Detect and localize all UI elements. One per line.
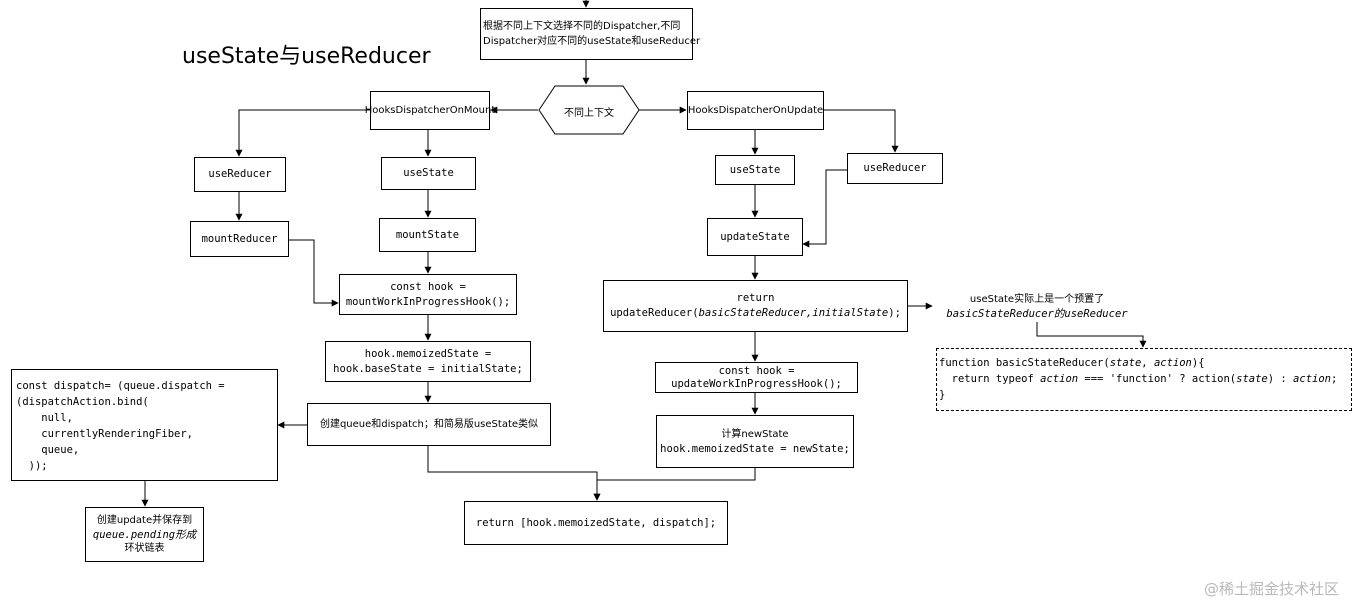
create-update-line3: 环状链表	[124, 542, 165, 554]
code-line3: }	[939, 389, 946, 401]
mountstate-node: mountState	[379, 218, 476, 252]
note-line1: useState实际上是一个预置了	[969, 294, 1105, 305]
code-line2: return typeof action === 'function' ? ac…	[939, 373, 1338, 385]
mount-usereducer-node: useReducer	[194, 157, 286, 192]
watermark: @稀土掘金技术社区	[1203, 580, 1339, 598]
update-dispatcher-node: HooksDispatcherOnUpdate	[687, 91, 824, 130]
basic-state-reducer-code: function basicStateReducer(state, action…	[936, 348, 1352, 411]
update-usestate-node: useState	[715, 155, 795, 185]
arrow-note-to-code	[1036, 322, 1147, 348]
usestate-note: useState实际上是一个预置了 basicStateReducer的useR…	[932, 293, 1142, 321]
code-line1: function basicStateReducer(state, action…	[939, 357, 1205, 369]
context-diamond	[538, 85, 640, 135]
arrow-queue-to-return	[427, 446, 601, 501]
compute-state-line1: 计算newState	[721, 428, 789, 440]
mount-usestate-node: useState	[381, 157, 476, 190]
update-reducer-node: return updateReducer(basicStateReducer,i…	[603, 280, 908, 332]
mountreducer-node: mountReducer	[190, 221, 289, 257]
dispatch-code-node: const dispatch= (queue.dispatch = (dispa…	[11, 369, 278, 481]
context-diamond-label: 不同上下文	[564, 107, 614, 119]
compute-state-line2: hook.memoizedState = newState;	[660, 442, 850, 455]
memoized-state-node: hook.memoizedState = hook.baseState = in…	[325, 341, 531, 382]
create-update-line2: queue.pending形成	[92, 528, 197, 541]
arrow-usereducer-to-updatestate	[802, 169, 847, 248]
update-usereducer-node: useReducer	[847, 153, 943, 184]
create-queue-node: 创建queue和dispatch；和简易版useState类似	[307, 403, 551, 446]
diagram-title: useState与useReducer	[182, 44, 431, 69]
note-line2: basicStateReducer的useReducer	[946, 308, 1128, 320]
create-update-line1: 创建update并保存到	[96, 514, 193, 526]
arrow-update-to-usereducer	[824, 109, 899, 153]
mount-hook-node: const hook = mountWorkInProgressHook();	[339, 274, 517, 315]
create-update-node: 创建update并保存到 queue.pending形成 环状链表	[85, 507, 204, 562]
update-hook-node: const hook = updateWorkInProgressHook();	[655, 362, 858, 393]
dispatcher-select-node: 根据不同上下文选择不同的Dispatcher,不同 Dispatcher对应不同…	[480, 8, 700, 60]
compute-state-node: 计算newState hook.memoizedState = newState…	[656, 415, 854, 468]
arrow-mount-to-usereducer	[235, 109, 370, 157]
arrow-mountreducer-to-hook	[289, 239, 339, 307]
updatestate-node: updateState	[707, 218, 803, 256]
mount-dispatcher-node: HooksDispatcherOnMount	[365, 91, 495, 130]
arrow-compute-to-return	[593, 468, 756, 501]
update-reducer-line1: return	[736, 292, 775, 304]
update-reducer-line2: updateReducer(basicStateReducer,initialS…	[610, 307, 901, 319]
return-node: return [hook.memoizedState, dispatch];	[464, 501, 728, 545]
